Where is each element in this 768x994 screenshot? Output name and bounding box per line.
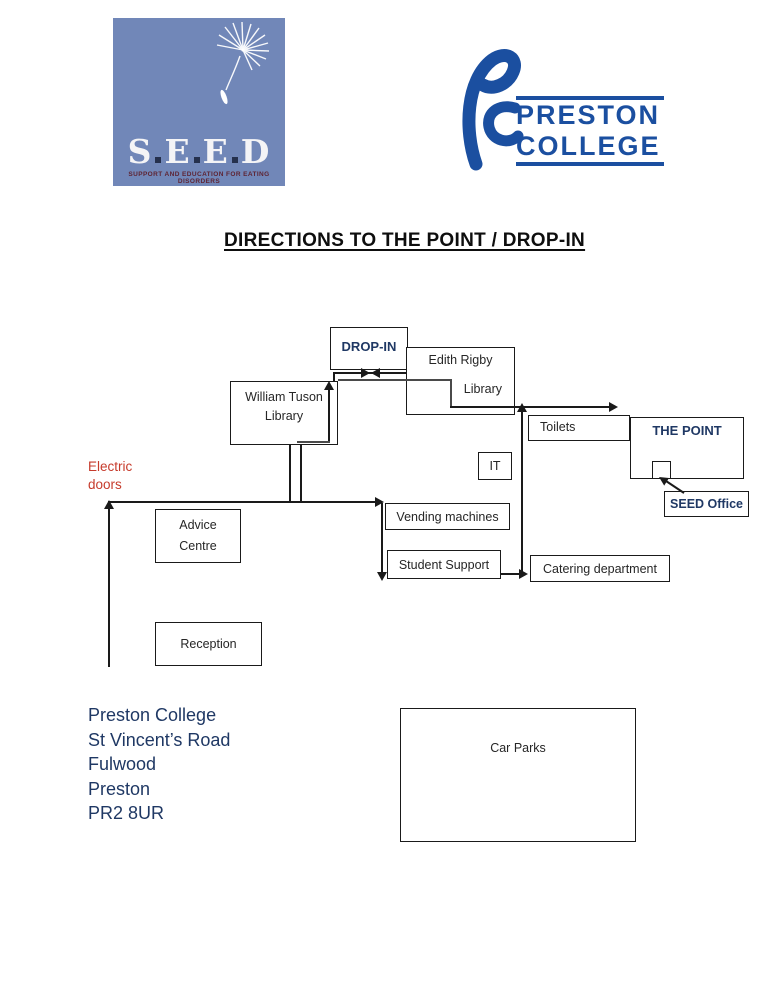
node-edith-rigby-library: Edith Rigby Library <box>406 347 515 415</box>
preston-college-logo: PRESTON COLLEGE <box>452 44 680 180</box>
node-advice-centre: Advice Centre <box>155 509 241 563</box>
node-drop-in: DROP-IN <box>330 327 408 370</box>
route-line-through-library <box>450 379 452 408</box>
address-line: Fulwood <box>88 754 157 775</box>
corridor-wall-left <box>289 445 291 503</box>
page-title: DIRECTIONS TO THE POINT / DROP-IN <box>224 230 586 251</box>
arrowhead-down-icon <box>377 572 387 581</box>
route-line-corridor-east <box>338 379 452 381</box>
logo-rule-top <box>516 96 664 100</box>
electric-doors-label: Electric doors <box>88 458 132 494</box>
preston-wordmark-line2: COLLEGE <box>516 131 661 161</box>
node-label: Edith Rigby <box>428 353 493 367</box>
node-reception: Reception <box>155 622 262 666</box>
arrowhead-right-icon <box>375 497 384 507</box>
route-line-student-to-catering <box>501 573 521 575</box>
route-line-down-vending <box>381 503 383 573</box>
arrowhead-right-icon <box>361 368 370 378</box>
seed-letter: E <box>202 132 229 171</box>
route-line-up-to-dropin <box>328 389 330 443</box>
route-line-up-to-point <box>521 410 523 574</box>
route-connector <box>333 372 335 381</box>
preston-college-wordmark: PRESTON COLLEGE <box>516 96 664 166</box>
seed-letter: S <box>127 132 153 171</box>
node-seed-office: SEED Office <box>664 491 749 517</box>
electric-doors-line1: Electric <box>88 459 133 474</box>
address-line: Preston College <box>88 705 217 725</box>
pc-monogram-icon <box>462 49 524 171</box>
arrowhead-left-icon <box>371 368 380 378</box>
arrowhead-right-icon <box>519 569 528 579</box>
node-student-support: Student Support <box>387 550 501 579</box>
node-label: William Tuson <box>245 390 323 404</box>
node-catering-department: Catering department <box>530 555 670 582</box>
seed-logo-tagline: SUPPORT AND EDUCATION FOR EATING DISORDE… <box>128 171 270 185</box>
route-line-to-the-point <box>450 406 610 408</box>
route-line-entrance-east <box>108 501 378 503</box>
node-car-parks: Car Parks <box>400 708 636 842</box>
node-label: Library <box>264 409 304 423</box>
seed-dot <box>193 157 200 163</box>
node-label: Centre <box>179 539 217 553</box>
arrowhead-up-icon <box>104 500 114 509</box>
node-william-tuson-library: William Tuson Library <box>230 381 338 445</box>
node-toilets: Toilets <box>528 415 630 441</box>
seed-office-pointer-arrow <box>659 477 685 494</box>
seed-letter: E <box>164 132 191 171</box>
seed-dot <box>231 157 238 163</box>
arrowhead-right-icon <box>609 402 618 412</box>
node-it: IT <box>478 452 512 480</box>
seed-letter: D <box>240 132 271 171</box>
electric-doors-line2: doors <box>88 477 122 492</box>
address-line: St Vincent’s Road <box>88 729 231 750</box>
node-label: Advice <box>179 518 217 532</box>
node-vending-machines: Vending machines <box>385 503 510 530</box>
seed-dot <box>155 157 162 163</box>
address-line: PR2 8UR <box>88 803 165 824</box>
dandelion-seed-icon <box>216 21 270 105</box>
route-elbow <box>297 441 330 443</box>
corridor-wall-right <box>300 445 302 503</box>
route-line-entrance-north <box>108 507 110 667</box>
node-the-point: THE POINT <box>630 417 744 479</box>
arrowhead-up-icon <box>517 403 527 412</box>
arrowhead-up-icon <box>324 381 334 390</box>
logo-rule-bottom <box>516 162 664 166</box>
node-label: Library <box>463 382 502 396</box>
address-block: Preston College St Vincent’s Road Fulwoo… <box>88 703 230 826</box>
preston-wordmark-line1: PRESTON <box>516 100 661 130</box>
address-line: Preston <box>88 778 151 799</box>
